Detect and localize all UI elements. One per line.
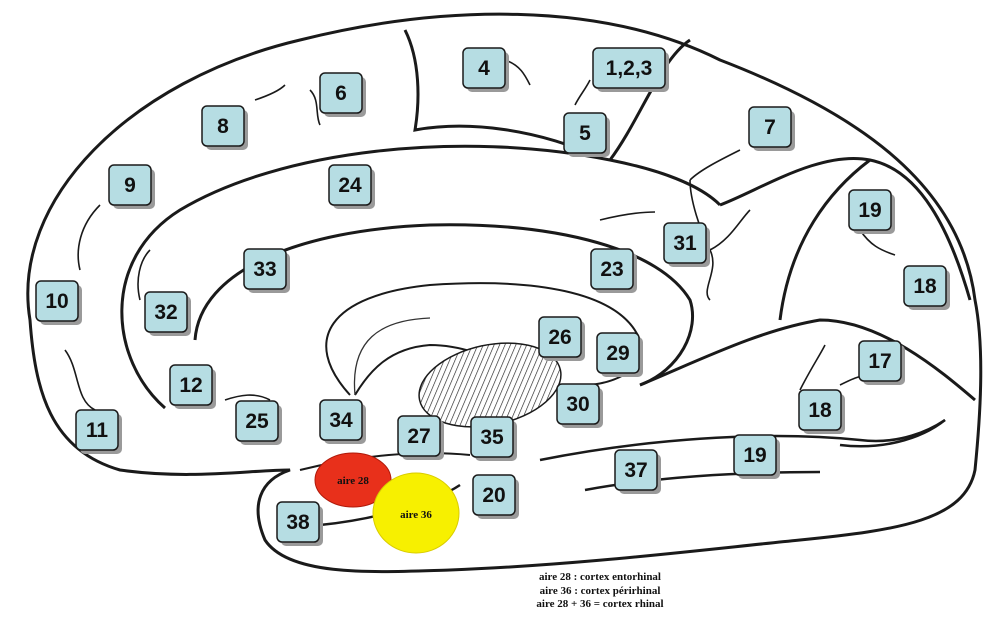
- area-label-12: 12: [170, 365, 216, 409]
- area-label-text: 25: [245, 410, 269, 433]
- area-label-text: 10: [45, 290, 68, 313]
- area-label-text: 19: [858, 199, 881, 222]
- area-label-text: 11: [86, 419, 109, 442]
- area-label-text: 20: [482, 484, 505, 507]
- area-label-text: 35: [480, 426, 504, 449]
- area-label-38: 38: [277, 502, 323, 546]
- legend: aire 28 : cortex entorhinal aire 36 : co…: [470, 571, 730, 612]
- area-label-34: 34: [320, 400, 366, 444]
- area-label-text: 1,2,3: [606, 57, 653, 80]
- area-label-text: 12: [179, 374, 202, 397]
- area-label-7: 7: [749, 107, 795, 151]
- area-label-23: 23: [591, 249, 637, 293]
- area-label-text: 5: [579, 122, 591, 145]
- area-label-text: 26: [548, 326, 571, 349]
- area-label-19: 19: [734, 435, 780, 479]
- area-label-text: 38: [286, 511, 310, 534]
- area-label-text: 33: [253, 258, 276, 281]
- area-label-text: 23: [600, 258, 623, 281]
- area-label-text: 4: [478, 57, 490, 80]
- area-label-6: 6: [320, 73, 366, 117]
- area-label-33: 33: [244, 249, 290, 293]
- area-label-27: 27: [398, 416, 444, 460]
- area-label-25: 25: [236, 401, 282, 445]
- area-label-9: 9: [109, 165, 155, 209]
- legend-line-entorhinal: aire 28 : cortex entorhinal: [470, 571, 730, 585]
- area-label-35: 35: [471, 417, 517, 461]
- area-label-text: 27: [407, 425, 430, 448]
- aire-28-label: aire 28: [337, 475, 369, 487]
- area-label-30: 30: [557, 384, 603, 428]
- area-label-text: 18: [913, 275, 937, 298]
- area-label-text: 9: [124, 174, 136, 197]
- legend-line-rhinal: aire 28 + 36 = cortex rhinal: [470, 598, 730, 612]
- area-label-18: 18: [799, 390, 845, 434]
- area-label-text: 17: [868, 350, 891, 373]
- area-label-26: 26: [539, 317, 585, 361]
- aire-36-label: aire 36: [400, 509, 432, 521]
- area-label-20: 20: [473, 475, 519, 519]
- area-label-31: 31: [664, 223, 710, 267]
- area-label-text: 29: [606, 342, 629, 365]
- area-label-text: 18: [808, 399, 832, 422]
- area-label-10: 10: [36, 281, 82, 325]
- area-label-text: 37: [624, 459, 647, 482]
- area-label-text: 6: [335, 82, 347, 105]
- area-label-text: 8: [217, 115, 229, 138]
- area-label-18: 18: [904, 266, 950, 310]
- area-label-32: 32: [145, 292, 191, 336]
- area-label-11: 11: [76, 410, 122, 454]
- area-label-24: 24: [329, 165, 375, 209]
- area-label-19: 19: [849, 190, 895, 234]
- area-label-37: 37: [615, 450, 661, 494]
- area-label-text: 7: [764, 116, 776, 139]
- area-label-text: 30: [566, 393, 589, 416]
- area-label-4: 4: [463, 48, 509, 92]
- area-label-29: 29: [597, 333, 643, 377]
- area-label-8: 8: [202, 106, 248, 150]
- area-label-17: 17: [859, 341, 905, 385]
- area-label-text: 19: [743, 444, 766, 467]
- area-label-text: 34: [329, 409, 353, 432]
- area-label-1-2-3: 1,2,3: [593, 48, 669, 92]
- area-label-text: 32: [154, 301, 177, 324]
- area-label-text: 31: [673, 232, 697, 255]
- area-label-5: 5: [564, 113, 610, 157]
- legend-line-perirhinal: aire 36 : cortex périrhinal: [470, 585, 730, 599]
- area-label-text: 24: [338, 174, 362, 197]
